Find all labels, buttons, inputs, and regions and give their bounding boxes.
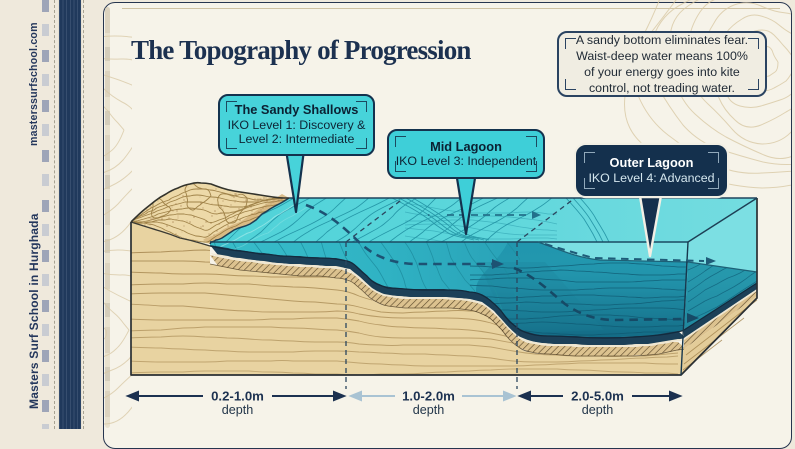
depth-label: depth [582,403,614,417]
info-line: A sandy bottom eliminates fear. [575,32,749,47]
info-line: Waist-deep water means 100% [576,48,748,63]
callout-line: IKO Level 1: Discovery & [227,117,366,132]
depth-range: 1.0-2.0m [402,389,455,404]
lagoon-diagram: 0.2-1.0m depth 1.0-2.0m depth 2.0-5.0m d… [104,0,791,425]
ticker-strip-decoration [42,0,49,429]
depth-label: depth [222,403,254,417]
callout-outer-lagoon: Outer Lagoon IKO Level 4: Advanced [576,145,727,196]
seabed-band [210,245,686,345]
bracket-icon [226,138,237,149]
bracket-icon [395,161,406,172]
flow-arrows [305,203,716,323]
bracket-icon [584,152,595,163]
bracket-icon [395,136,406,147]
panel-edge-strip [105,7,110,428]
bracket-icon [226,101,237,112]
bracket-icon [526,161,537,172]
bracket-icon [565,38,576,49]
bracket-icon [584,178,595,189]
callout-mid-lagoon: Mid Lagoon IKO Level 3: Independent [387,129,545,179]
sand-cross-section [131,222,686,375]
depth-range: 0.2-1.0m [211,389,264,404]
dashed-rule-left [53,0,55,429]
page: masterssurfschool.com Masters Surf Schoo… [27,0,792,449]
bracket-icon [748,79,759,90]
bracket-icon [565,79,576,90]
spine-band-decoration [58,0,82,429]
callout-sandy-shallows: The Sandy Shallows IKO Level 1: Discover… [218,94,375,156]
water-side-face [688,198,757,272]
wet-sand-band [210,255,686,356]
bracket-icon [708,152,719,163]
depth-range: 2.0-5.0m [571,389,624,404]
bracket-icon [708,178,719,189]
bracket-icon [356,101,367,112]
callout-title: Mid Lagoon [430,138,502,154]
info-box: A sandy bottom eliminates fear. Waist-de… [557,31,767,97]
info-line: control, not treading water. [588,81,736,96]
lagoon-surface [210,198,757,244]
depth-scale: 0.2-1.0m depth 1.0-2.0m depth 2.0-5.0m d… [125,389,683,417]
callout-line: Level 2: Intermediate [238,132,355,147]
callout-title: Outer Lagoon [609,155,694,171]
page-title: The Topography of Progression [131,35,471,65]
bracket-icon [356,138,367,149]
info-line: of your energy goes into kite [584,65,740,79]
callout-line: IKO Level 4: Advanced [588,170,715,185]
top-hairline [122,8,780,9]
callout-title: The Sandy Shallows [234,102,359,118]
bracket-icon [526,136,537,147]
depth-label: depth [413,403,445,417]
callout-line: IKO Level 3: Independent [395,154,537,168]
bracket-icon [748,38,759,49]
dashed-rule-right [83,0,84,429]
